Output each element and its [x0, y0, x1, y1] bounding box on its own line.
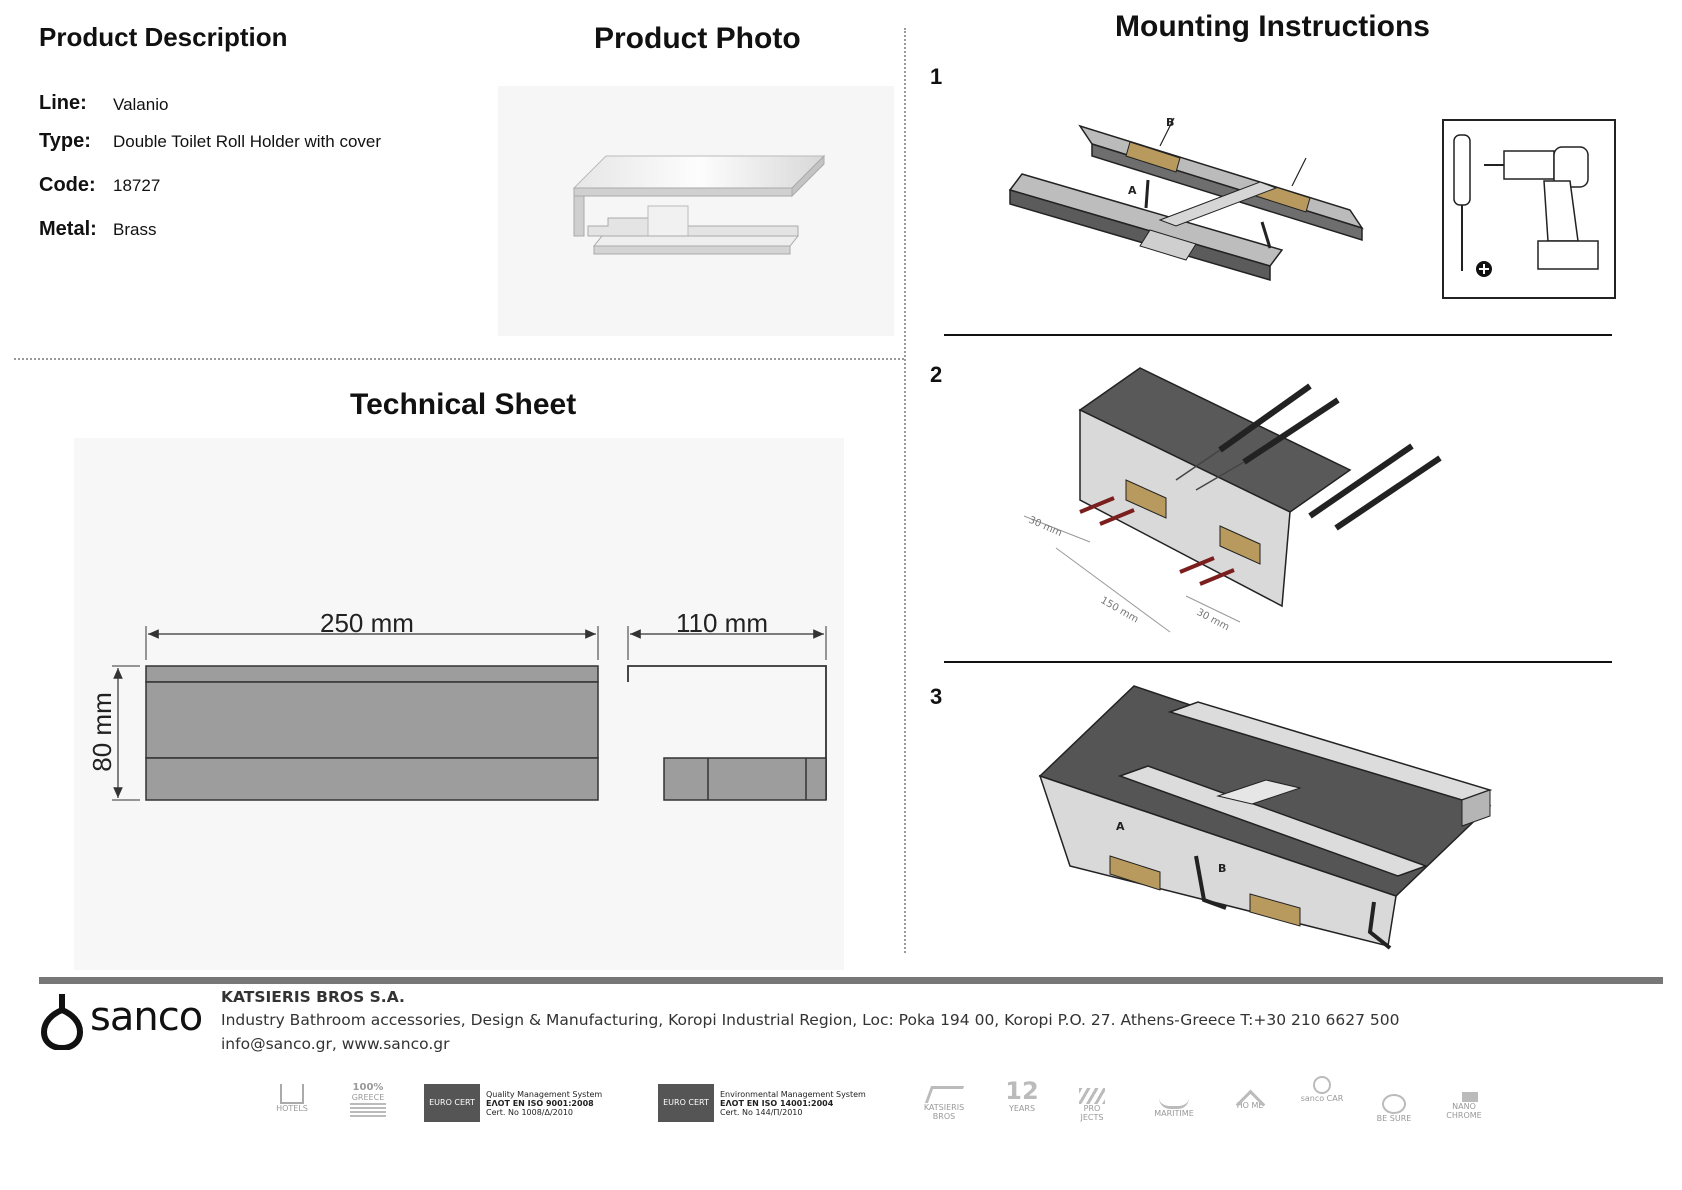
step-3-number: 3 — [930, 684, 943, 709]
step-1-mark-b: B — [1166, 116, 1174, 129]
step-2-dim-30a: 30 mm — [1027, 515, 1064, 539]
cert-1-text: Quality Management System ΕΛΟΤ ΕΝ ISO 90… — [486, 1090, 602, 1117]
sanco-logo: sanco — [38, 990, 210, 1050]
step-separator-1 — [944, 334, 1612, 336]
sanco-care-logo-text: sanco CAR — [1300, 1094, 1344, 1103]
height-dimension-label: 80 mm — [87, 692, 117, 772]
metal-value: Brass — [113, 220, 157, 239]
cert-1-line-2: ΕΛΟΤ ΕΝ ISO 9001:2008 — [486, 1099, 594, 1108]
line-label: Line: — [39, 92, 87, 114]
years-logo: 12 YEARS — [1000, 1078, 1044, 1124]
company-name: KATSIERIS BROS S.A. — [221, 988, 405, 1006]
maritime-logo: MARITIME — [1146, 1096, 1202, 1126]
technical-sheet-heading: Technical Sheet — [350, 388, 577, 421]
nano-chrome-logo-text: NANO CHROME — [1446, 1102, 1482, 1120]
step-2-number: 2 — [930, 362, 943, 387]
years-logo-text: YEARS — [1008, 1104, 1036, 1113]
technical-drawing-svg — [112, 626, 827, 801]
product-photo — [498, 86, 894, 336]
home-logo: HO ME — [1230, 1089, 1270, 1126]
line-value: Valanio — [113, 95, 169, 114]
hotels-logo-text: HOTELS — [276, 1104, 308, 1113]
hotels-logo: HOTELS — [270, 1082, 314, 1122]
step-2-dim-30b: 30 mm — [1195, 607, 1231, 633]
katsieris-logo: KATSIERIS BROS — [916, 1086, 972, 1126]
home-logo-text: HO ME — [1236, 1101, 1264, 1110]
years-logo-number: 12 — [1005, 1077, 1039, 1105]
greece-logo-bottom: GREECE — [351, 1093, 385, 1102]
tools-box — [1442, 119, 1616, 299]
product-description-heading: Product Description — [39, 22, 288, 52]
maritime-logo-text: MARITIME — [1154, 1109, 1194, 1118]
code-value: 18727 — [113, 176, 161, 195]
tools-illustration — [1453, 134, 1599, 277]
step-3-mark-b: B — [1218, 862, 1226, 875]
sanco-care-logo: sanco CAR — [1300, 1076, 1344, 1124]
step-3-illustration: A B — [1038, 685, 1493, 950]
cert-2-line-3: Cert. No 144/Π/2010 — [720, 1108, 803, 1117]
product-photo-image — [572, 154, 826, 255]
code-label: Code: — [39, 174, 96, 196]
vertical-divider — [904, 28, 906, 953]
cert-2-line-2: ΕΛΟΤ ΕΝ ISO 14001:2004 — [720, 1099, 834, 1108]
step-separator-2 — [944, 661, 1612, 663]
be-sure-logo: BE SURE — [1374, 1094, 1414, 1126]
water-drop-icon — [40, 994, 84, 1050]
step-2-dim-150: 150 mm — [1099, 595, 1141, 625]
projects-logo-text: PRO JECTS — [1080, 1104, 1104, 1122]
step-1-number: 1 — [930, 64, 943, 89]
type-label: Type: — [39, 130, 91, 152]
eurocert-badge-2: EURO CERT — [658, 1084, 714, 1122]
step-1-illustration: B A — [1008, 116, 1364, 282]
greece-logo-top: 100% — [352, 1082, 384, 1093]
cert-2-text: Environmental Management System ΕΛΟΤ ΕΝ … — [720, 1090, 866, 1117]
product-photo-heading: Product Photo — [594, 22, 801, 55]
width-dimension-label: 250 mm — [320, 608, 414, 638]
eurocert-badge-1: EURO CERT — [424, 1084, 480, 1122]
metal-label: Metal: — [39, 218, 97, 240]
be-sure-logo-text: BE SURE — [1376, 1114, 1412, 1123]
greece-logo: 100% GREECE — [346, 1082, 390, 1122]
step-2-illustration: 30 mm 150 mm 30 mm — [1023, 367, 1442, 633]
cert-2-line-1: Environmental Management System — [720, 1090, 866, 1099]
step-1-mark-a: A — [1128, 184, 1137, 197]
cert-1-line-1: Quality Management System — [486, 1090, 603, 1099]
cert-1-line-3: Cert. No 1008/Δ/2010 — [486, 1108, 574, 1117]
company-address: Industry Bathroom accessories, Design & … — [221, 1011, 1400, 1029]
footer-bar — [39, 977, 1663, 984]
technical-drawing: 250 mm 110 mm 80 mm — [74, 438, 844, 970]
projects-logo: PRO JECTS — [1072, 1088, 1112, 1124]
brand-name: sanco — [90, 994, 203, 1040]
mounting-instructions-heading: Mounting Instructions — [1115, 10, 1430, 43]
depth-dimension-label: 110 mm — [676, 608, 768, 638]
step-3-mark-a: A — [1116, 820, 1125, 833]
type-value: Double Toilet Roll Holder with cover — [113, 132, 382, 151]
katsieris-logo-text: KATSIERIS BROS — [923, 1103, 965, 1121]
horizontal-divider — [14, 358, 904, 360]
nano-chrome-logo: NANO CHROME — [1440, 1092, 1488, 1126]
company-contact: info@sanco.gr, www.sanco.gr — [221, 1035, 450, 1053]
